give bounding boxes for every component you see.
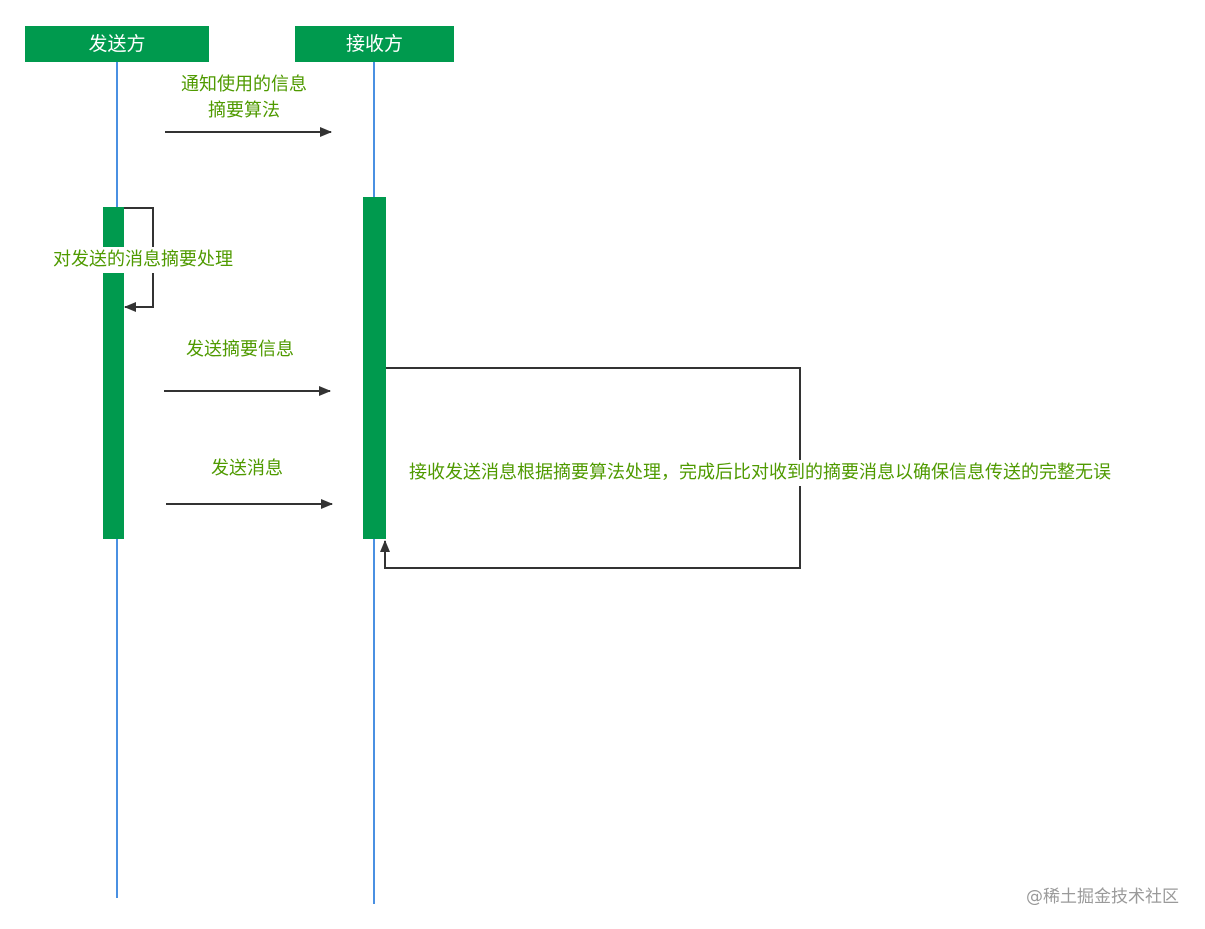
receiver-process-label: 接收发送消息根据摘要算法处理，完成后比对收到的摘要消息以确保信息传送的完整无误: [409, 460, 1111, 486]
receiver-participant-label: 接收方: [345, 33, 403, 55]
sender-participant-label: 发送方: [88, 33, 146, 55]
notify-algorithm-label-line2: 摘要算法: [208, 100, 280, 121]
receiver-activation-bar: [363, 197, 386, 539]
notify-algorithm-label: 通知使用的信息 摘要算法: [165, 72, 323, 124]
notify-algorithm-label-line1: 通知使用的信息: [181, 74, 307, 95]
receiver-participant: 接收方: [295, 26, 454, 62]
watermark: @稀土掘金技术社区: [1026, 887, 1179, 907]
sender-participant: 发送方: [25, 26, 209, 62]
send-digest-label: 发送摘要信息: [186, 339, 294, 360]
send-message-label: 发送消息: [211, 458, 283, 479]
receiver-process-arrow: [380, 367, 801, 569]
sender-activation-bar: [103, 207, 124, 539]
self-digest-label: 对发送的消息摘要处理: [53, 247, 233, 273]
